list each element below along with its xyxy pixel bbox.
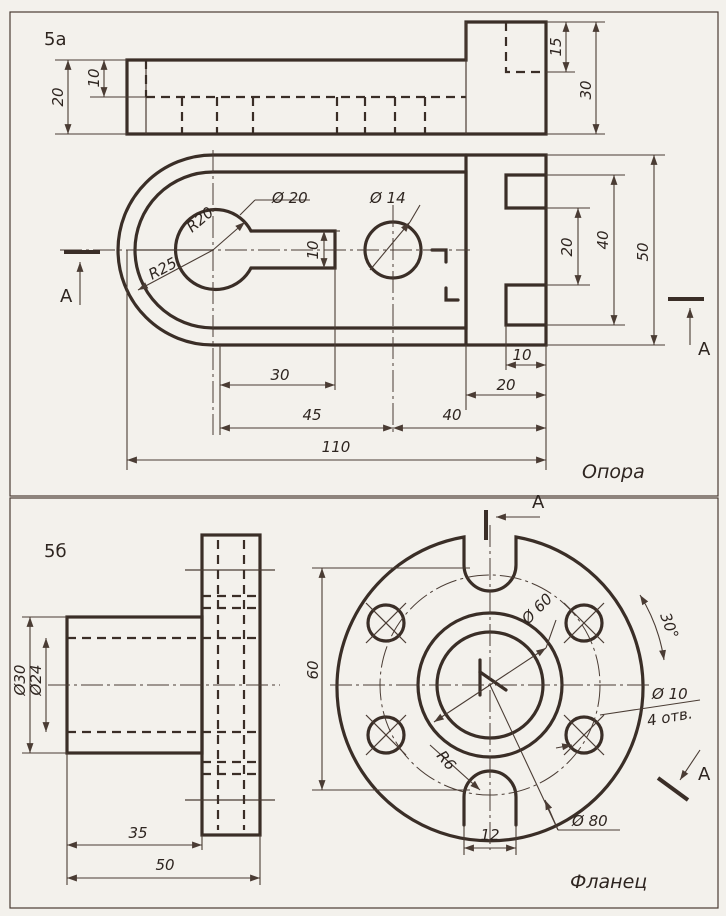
section-marker-b-right: A	[698, 764, 711, 785]
dim-width-45: 45	[302, 406, 321, 424]
dim-height-20: 20	[49, 87, 67, 106]
support-plan-view	[60, 150, 704, 470]
dim-dia-24: Ø24	[27, 665, 45, 697]
dim-height-15: 15	[547, 37, 565, 56]
section-marker-a-right: A	[698, 339, 711, 360]
dim-width-12: 12	[480, 826, 499, 844]
dim-dia-10: Ø 10	[651, 685, 688, 703]
dim-dia-14: Ø 14	[369, 189, 406, 207]
dim-dia-20: Ø 20	[271, 189, 308, 207]
flange-front-view	[312, 510, 701, 855]
panel-b-frame	[9, 497, 719, 909]
section-marker-b-top: A	[532, 492, 545, 513]
dim-slot-10: 10	[304, 240, 322, 259]
dim-dia-30: Ø30	[11, 665, 29, 697]
panel-b-label: 5б	[44, 541, 67, 562]
dim-vert-40: 40	[594, 230, 612, 249]
dim-holes-count: 4 отв.	[646, 704, 694, 730]
dim-height-60: 60	[304, 660, 322, 679]
dim-width-10: 10	[512, 346, 531, 364]
dim-width-110: 110	[322, 438, 351, 456]
dim-width-20: 20	[496, 376, 515, 394]
panel-a-frame	[9, 11, 719, 497]
panel-a-label: 5а	[44, 29, 66, 50]
dim-width-30: 30	[270, 366, 289, 384]
support-front-view	[55, 20, 605, 136]
section-marker-a-left: A	[60, 286, 73, 307]
dim-height-10: 10	[85, 68, 103, 87]
panel-a-title: Опора	[582, 461, 645, 483]
panel-b-title: Фланец	[570, 871, 647, 893]
dim-vert-50: 50	[634, 242, 652, 261]
dim-length-35: 35	[128, 824, 147, 842]
dim-angle-30: 30°	[656, 610, 682, 641]
flange-side-view	[22, 533, 280, 885]
panel-b: 5б Ø30 Ø24	[11, 492, 711, 893]
dim-vert-20: 20	[558, 237, 576, 256]
panel-a: 5а 20 10	[44, 20, 711, 483]
dim-width-40: 40	[442, 406, 461, 424]
dim-dia-80: Ø 80	[571, 812, 608, 830]
dim-height-30: 30	[577, 80, 595, 99]
dim-length-50: 50	[155, 856, 174, 874]
